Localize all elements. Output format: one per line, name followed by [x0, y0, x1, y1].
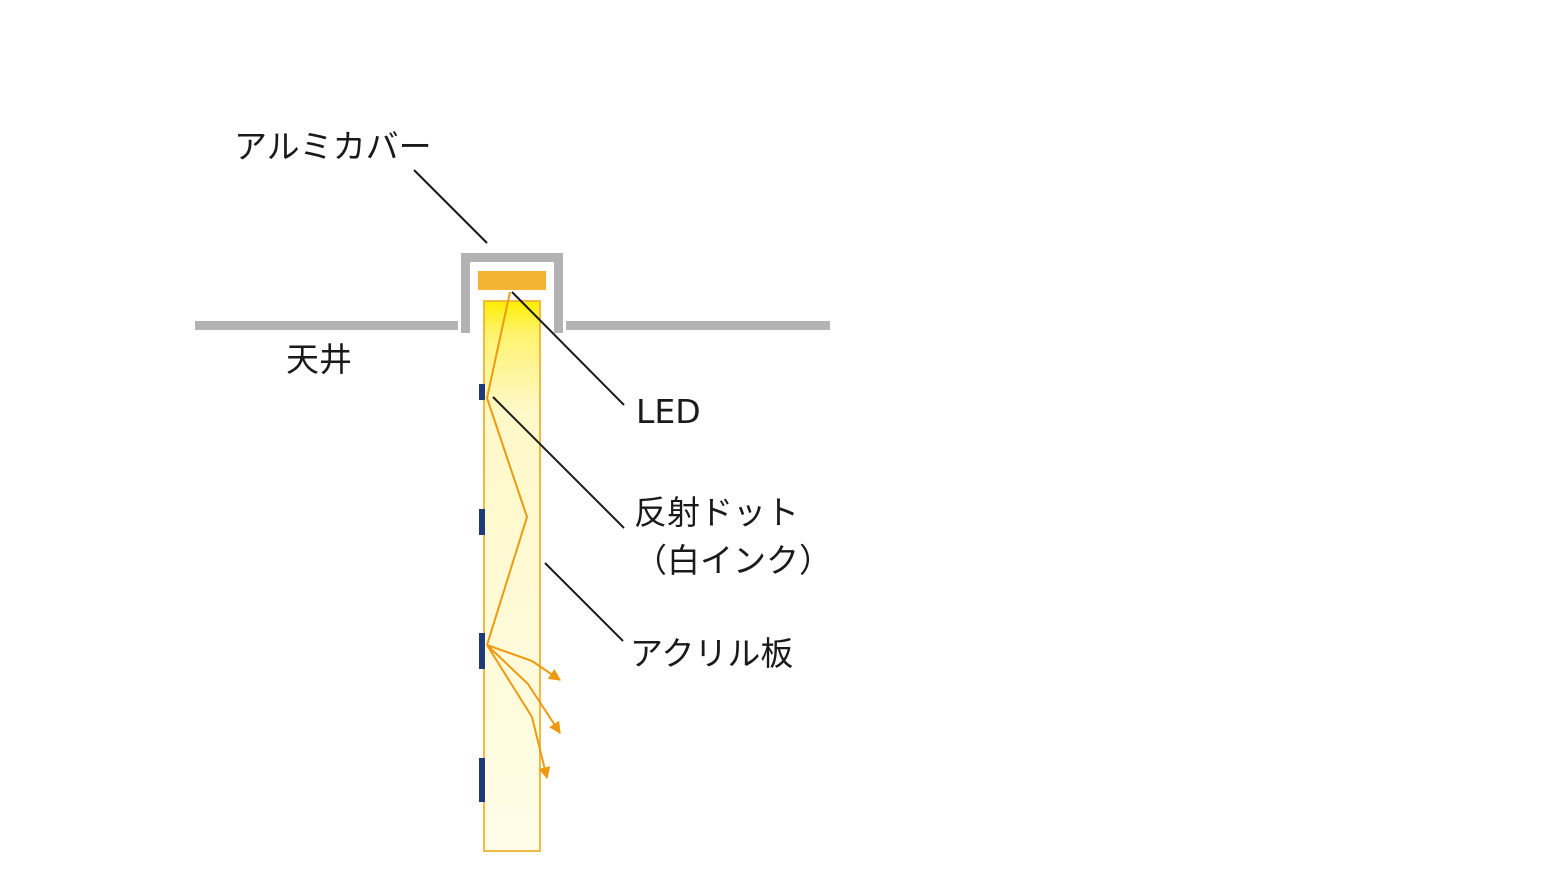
- ceiling-left: [195, 321, 458, 330]
- ceiling-right: [566, 321, 830, 330]
- aluminum-cover: [461, 253, 563, 333]
- leader-line-reflect-dots: [492, 396, 625, 529]
- light-rays: [486, 291, 561, 780]
- label-aluminum-cover: アルミカバー: [234, 127, 432, 166]
- reflection-dots: [479, 384, 485, 802]
- leader-line-aluminum-cover: [413, 169, 488, 244]
- light-ray-scatter-1: [486, 644, 561, 681]
- leader-lines: [413, 169, 625, 642]
- label-reflect-dots-white-ink: （白インク）: [634, 541, 832, 580]
- label-led: LED: [636, 392, 701, 431]
- reflection-dot: [479, 758, 485, 802]
- label-ceiling: 天井: [286, 340, 352, 379]
- reflection-dot: [479, 384, 485, 400]
- led-strip: [478, 271, 546, 290]
- ceiling: [195, 321, 830, 330]
- reflection-dot: [479, 509, 485, 535]
- leader-line-acrylic-plate: [544, 562, 624, 642]
- label-acrylic-plate: アクリル板: [630, 634, 793, 673]
- label-reflect-dots: 反射ドット: [634, 493, 799, 532]
- light-ray-main: [486, 291, 528, 646]
- light-ray-scatter-3: [486, 644, 551, 780]
- leader-line-led: [511, 291, 625, 406]
- reflection-dot: [479, 633, 485, 669]
- acrylic-plate: [483, 300, 541, 852]
- light-ray-scatter-2: [486, 644, 561, 735]
